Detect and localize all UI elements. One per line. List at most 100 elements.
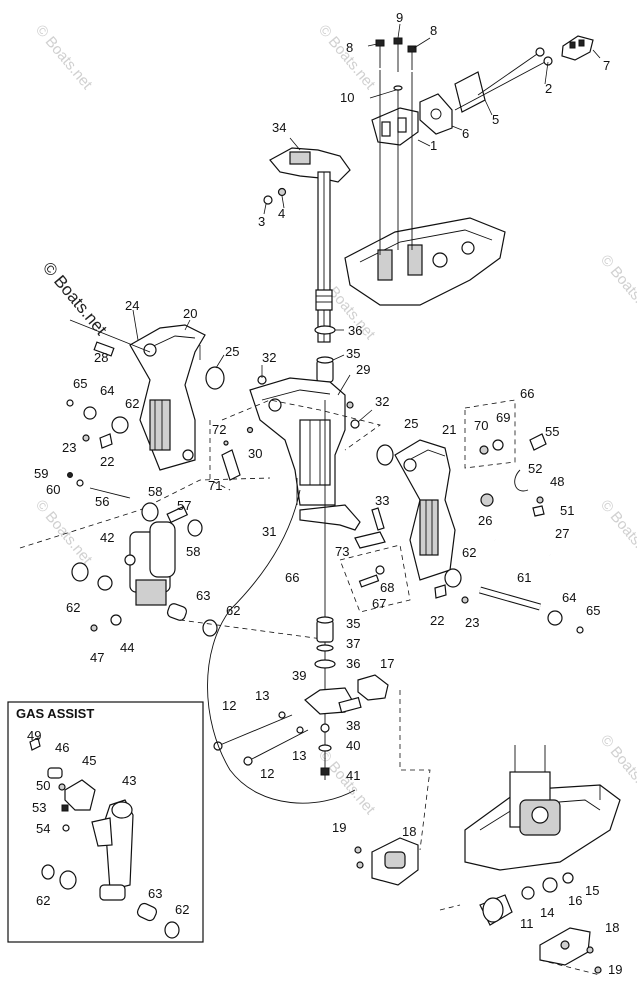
label-65b: 65 — [586, 603, 600, 618]
label-36b: 36 — [346, 656, 360, 671]
label-13a: 13 — [255, 688, 269, 703]
label-3: 3 — [258, 214, 265, 229]
label-19a: 19 — [332, 820, 346, 835]
label-14: 14 — [540, 905, 554, 920]
label-23b: 23 — [465, 615, 479, 630]
label-10: 10 — [340, 90, 354, 105]
watermark: © Boats.net — [597, 497, 637, 569]
label-25b: 25 — [404, 416, 418, 431]
label-15: 15 — [585, 883, 599, 898]
label-56: 56 — [95, 494, 109, 509]
label-67: 67 — [372, 596, 386, 611]
label-5: 5 — [492, 112, 499, 127]
lower-yoke-assembly — [207, 400, 431, 851]
label-7: 7 — [603, 58, 610, 73]
label-19b: 19 — [608, 962, 622, 977]
gas-assist-inset: GAS ASSIST — [7, 701, 204, 943]
watermark-dark: © Boats.net — [39, 258, 111, 339]
lower-mount-assembly — [354, 745, 621, 976]
label-2: 2 — [545, 81, 552, 96]
label-66a: 66 — [520, 386, 534, 401]
label-39: 39 — [292, 668, 306, 683]
label-12a: 12 — [222, 698, 236, 713]
label-65a: 65 — [73, 376, 87, 391]
watermark: © Boats.net — [32, 22, 96, 94]
label-55: 55 — [545, 424, 559, 439]
port-clamp-bracket — [66, 319, 225, 499]
label-37: 37 — [346, 636, 360, 651]
label-57: 57 — [177, 498, 191, 513]
label-36a: 36 — [348, 323, 362, 338]
label-50: 50 — [36, 778, 50, 793]
label-21: 21 — [442, 422, 456, 437]
label-62f: 62 — [175, 902, 189, 917]
watermark: © Boats.net — [315, 22, 379, 94]
label-29: 29 — [356, 362, 370, 377]
label-66b: 66 — [285, 570, 299, 585]
label-51: 51 — [560, 503, 574, 518]
label-62e: 62 — [36, 893, 50, 908]
label-62c: 62 — [226, 603, 240, 618]
label-20: 20 — [183, 306, 197, 321]
watermark: © Boats.net — [32, 497, 96, 569]
label-54: 54 — [36, 821, 50, 836]
tilt-cylinder-assembly — [19, 477, 331, 641]
label-11: 11 — [520, 916, 534, 931]
label-17: 17 — [380, 656, 394, 671]
label-32b: 32 — [375, 394, 389, 409]
label-18b: 18 — [605, 920, 619, 935]
label-38: 38 — [346, 718, 360, 733]
label-68: 68 — [380, 580, 394, 595]
label-69: 69 — [496, 410, 510, 425]
label-53: 53 — [32, 800, 46, 815]
label-58b: 58 — [186, 544, 200, 559]
label-25a: 25 — [225, 344, 239, 359]
label-8a: 8 — [346, 40, 353, 55]
label-43: 43 — [122, 773, 136, 788]
label-41: 41 — [346, 768, 360, 783]
label-49: 49 — [27, 728, 41, 743]
label-1: 1 — [430, 138, 437, 153]
watermark: © Boats.net — [597, 252, 637, 324]
label-42: 42 — [100, 530, 114, 545]
label-8b: 8 — [430, 23, 437, 38]
label-62a: 62 — [125, 396, 139, 411]
label-18a: 18 — [402, 824, 416, 839]
label-28: 28 — [94, 350, 108, 365]
label-45: 45 — [82, 753, 96, 768]
label-59: 59 — [34, 466, 48, 481]
label-70: 70 — [474, 418, 488, 433]
label-35b: 35 — [346, 616, 360, 631]
label-52: 52 — [528, 461, 542, 476]
label-62d: 62 — [462, 545, 476, 560]
label-33: 33 — [375, 493, 389, 508]
label-44: 44 — [120, 640, 134, 655]
label-73: 73 — [335, 544, 349, 559]
inset-title: GAS ASSIST — [16, 706, 94, 721]
label-62b: 62 — [66, 600, 80, 615]
label-4: 4 — [278, 206, 285, 221]
label-34: 34 — [272, 120, 286, 135]
label-12b: 12 — [260, 766, 274, 781]
label-47: 47 — [90, 650, 104, 665]
label-60: 60 — [46, 482, 60, 497]
label-64b: 64 — [562, 590, 576, 605]
label-58a: 58 — [148, 484, 162, 499]
label-35a: 35 — [346, 346, 360, 361]
label-31: 31 — [262, 524, 276, 539]
label-32a: 32 — [262, 350, 276, 365]
label-16: 16 — [568, 893, 582, 908]
label-63a: 63 — [196, 588, 210, 603]
label-72: 72 — [212, 422, 226, 437]
label-40: 40 — [346, 738, 360, 753]
part-labels: 1 2 3 4 5 6 7 8 8 9 10 11 12 12 13 13 14… — [27, 10, 622, 977]
label-46: 46 — [55, 740, 69, 755]
clamp-bracket-assembly — [344, 35, 594, 306]
swivel-shaft-assembly — [263, 147, 351, 383]
starboard-clamp-bracket — [376, 399, 584, 634]
label-27: 27 — [555, 526, 569, 541]
label-23a: 23 — [62, 440, 76, 455]
label-30: 30 — [248, 446, 262, 461]
label-71: 71 — [208, 478, 222, 493]
